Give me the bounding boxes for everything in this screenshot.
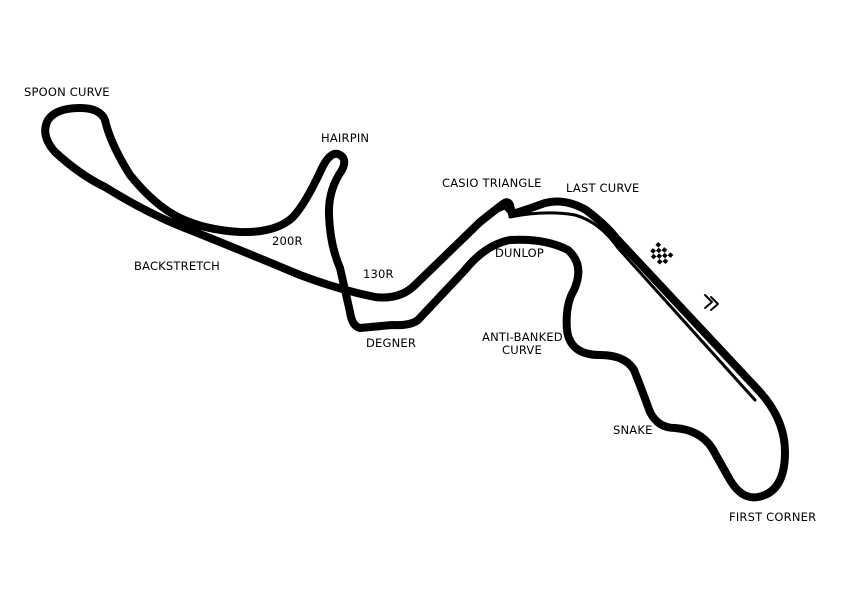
- direction-chevrons-icon: [704, 294, 719, 311]
- label-casio-triangle: CASIO TRIANGLE: [442, 176, 542, 190]
- label-spoon-curve: SPOON CURVE: [24, 85, 110, 99]
- track-main-loop: [41, 104, 789, 502]
- label-last-curve: LAST CURVE: [566, 181, 639, 195]
- checkered-flag-icon: [650, 242, 674, 265]
- label-200r: 200R: [272, 234, 303, 248]
- label-degner: DEGNER: [366, 336, 416, 350]
- label-anti-banked-line2: CURVE: [502, 343, 542, 357]
- label-dunlop: DUNLOP: [495, 246, 544, 260]
- label-hairpin: HAIRPIN: [321, 131, 369, 145]
- label-backstretch: BACKSTRETCH: [134, 259, 220, 273]
- track-pitlane: [508, 211, 757, 402]
- label-first-corner: FIRST CORNER: [729, 510, 816, 524]
- track-casio-chicane: [488, 206, 514, 218]
- label-anti-banked-line1: ANTI-BANKED: [482, 330, 563, 344]
- label-130r: 130R: [363, 267, 394, 281]
- label-snake: SNAKE: [613, 423, 653, 437]
